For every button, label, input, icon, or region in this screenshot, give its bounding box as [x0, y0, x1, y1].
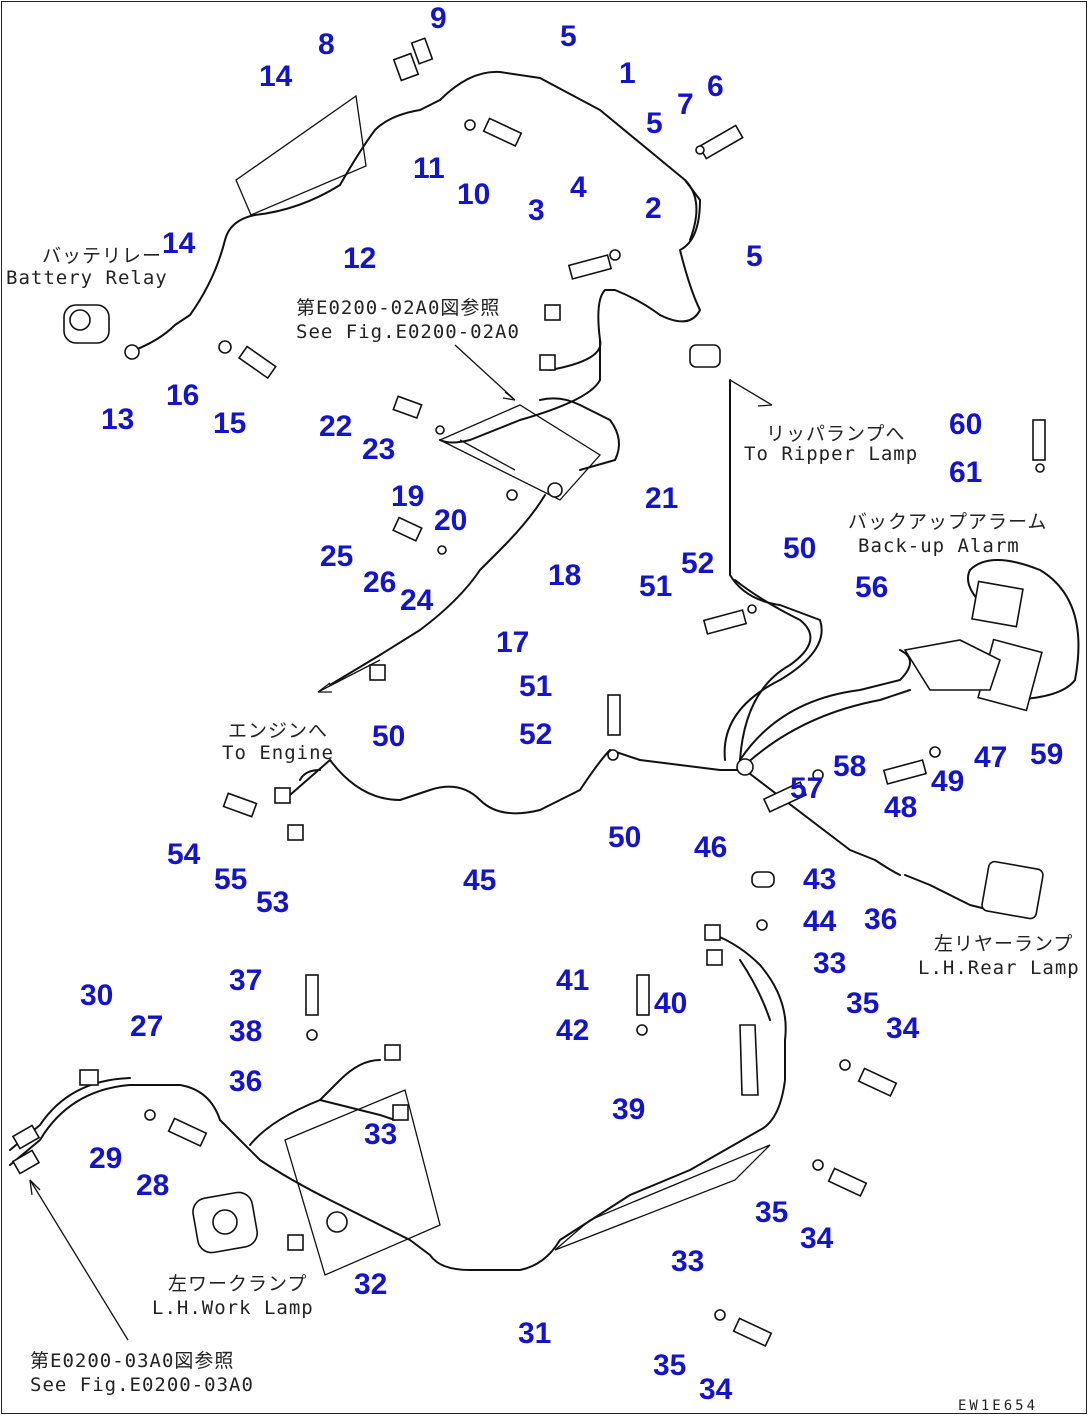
- callout-52: 52: [681, 547, 714, 580]
- engine-label: To Engine: [222, 742, 334, 764]
- harness-lines: [9, 70, 1080, 1341]
- callout-39: 39: [612, 1093, 645, 1126]
- callout-35: 35: [755, 1196, 788, 1229]
- callout-43: 43: [803, 863, 836, 896]
- callout-47: 47: [974, 741, 1007, 774]
- callout-46: 46: [694, 831, 727, 864]
- callout-54: 54: [167, 838, 201, 871]
- callout-9: 9: [430, 2, 447, 35]
- callout-6: 6: [707, 70, 724, 103]
- callout-29: 29: [89, 1142, 122, 1175]
- callout-10: 10: [457, 178, 490, 211]
- callout-7: 7: [677, 88, 694, 121]
- callout-45: 45: [463, 864, 496, 897]
- callout-21: 21: [645, 482, 678, 515]
- callout-4: 4: [570, 171, 587, 204]
- callout-28: 28: [136, 1169, 169, 1202]
- battery-relay-label: Battery Relay: [6, 267, 168, 289]
- callout-42: 42: [556, 1014, 589, 1047]
- engine-label-jp: エンジンへ: [228, 720, 328, 742]
- callout-numbers: 9 8 5 1 14 7 6 5 11 10 4 3 2 5 12 14 13 …: [80, 2, 1063, 1406]
- callout-20: 20: [434, 504, 467, 537]
- callout-8: 8: [318, 28, 335, 61]
- callout-25: 25: [320, 540, 353, 573]
- callout-3: 3: [528, 194, 545, 227]
- callout-17: 17: [496, 626, 529, 659]
- callout-55: 55: [214, 863, 247, 896]
- callout-35: 35: [653, 1349, 686, 1382]
- callout-18: 18: [548, 559, 581, 592]
- callout-19: 19: [391, 480, 424, 513]
- see-fig-bottom-label-jp: 第E0200-03A0図参照: [30, 1350, 234, 1372]
- rear-lamp-label-jp: 左リヤーランプ: [934, 933, 1073, 955]
- callout-15: 15: [213, 407, 246, 440]
- work-lamp-label-jp: 左ワークランプ: [168, 1273, 307, 1295]
- component-parts: [11, 37, 1046, 1348]
- callout-27: 27: [130, 1010, 163, 1043]
- callout-24: 24: [400, 584, 434, 617]
- callout-36: 36: [864, 903, 897, 936]
- callout-34: 34: [800, 1222, 834, 1255]
- callout-30: 30: [80, 979, 113, 1012]
- drawing-code: EW1E654: [958, 1398, 1038, 1414]
- see-fig-bottom-label: See Fig.E0200-03A0: [30, 1374, 254, 1396]
- callout-52: 52: [519, 718, 552, 751]
- callout-35: 35: [846, 987, 879, 1020]
- callout-22: 22: [319, 410, 352, 443]
- callout-41: 41: [556, 964, 589, 997]
- callout-58: 58: [833, 750, 866, 783]
- ripper-lamp-label: To Ripper Lamp: [744, 443, 918, 465]
- callout-38: 38: [229, 1015, 262, 1048]
- callout-61: 61: [949, 456, 982, 489]
- callout-5: 5: [560, 20, 577, 53]
- callout-14: 14: [162, 227, 196, 260]
- ripper-lamp-label-jp: リッパランプへ: [766, 423, 905, 445]
- callout-14: 14: [259, 60, 293, 93]
- callout-32: 32: [354, 1268, 387, 1301]
- callout-51: 51: [519, 670, 552, 703]
- callout-5: 5: [646, 107, 663, 140]
- callout-59: 59: [1030, 738, 1063, 771]
- callout-31: 31: [518, 1317, 551, 1350]
- callout-11: 11: [413, 152, 445, 185]
- work-lamp-label: L.H.Work Lamp: [152, 1297, 314, 1319]
- callout-1: 1: [619, 57, 636, 90]
- callout-44: 44: [803, 905, 837, 938]
- battery-relay-label-jp: バッテリレー: [42, 245, 162, 267]
- callout-40: 40: [654, 987, 687, 1020]
- backup-alarm-label-jp: バックアップアラーム: [848, 511, 1047, 533]
- callout-53: 53: [256, 886, 289, 919]
- callout-34: 34: [699, 1373, 733, 1406]
- callout-37: 37: [229, 964, 262, 997]
- callout-57: 57: [790, 772, 823, 805]
- callout-60: 60: [949, 408, 982, 441]
- callout-50: 50: [608, 821, 641, 854]
- callout-36: 36: [229, 1065, 262, 1098]
- callout-49: 49: [931, 765, 964, 798]
- see-fig-top-label-jp: 第E0200-02A0図参照: [296, 297, 500, 319]
- callout-16: 16: [166, 379, 199, 412]
- see-fig-top-label: See Fig.E0200-02A0: [296, 321, 520, 343]
- rear-lamp-label: L.H.Rear Lamp: [918, 957, 1080, 979]
- backup-alarm-label: Back-up Alarm: [858, 535, 1020, 557]
- callout-2: 2: [645, 192, 662, 225]
- callout-26: 26: [363, 566, 396, 599]
- callout-50: 50: [372, 720, 405, 753]
- callout-12: 12: [343, 242, 376, 275]
- annotations: バッテリレー Battery Relay 第E0200-02A0図参照 See …: [6, 245, 1080, 1414]
- callout-33: 33: [813, 947, 846, 980]
- callout-50: 50: [783, 532, 816, 565]
- callout-34: 34: [886, 1012, 920, 1045]
- callout-33: 33: [671, 1245, 704, 1278]
- callout-13: 13: [101, 403, 134, 436]
- callout-23: 23: [362, 433, 395, 466]
- callout-56: 56: [855, 571, 888, 604]
- callout-5: 5: [746, 240, 763, 273]
- callout-48: 48: [884, 791, 917, 824]
- callout-51: 51: [639, 570, 672, 603]
- callout-33: 33: [364, 1118, 397, 1151]
